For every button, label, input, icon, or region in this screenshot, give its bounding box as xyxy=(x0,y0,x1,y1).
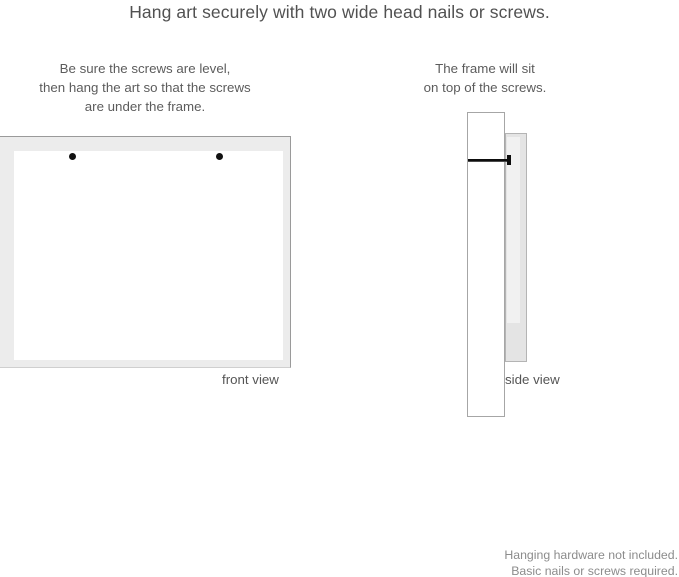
frame-side-lower-edge xyxy=(507,323,520,355)
picture-frame-outer xyxy=(0,136,291,368)
screw-head-right-icon xyxy=(216,153,223,160)
front-view-label: front view xyxy=(222,372,279,387)
front-view-caption-line-2: then hang the art so that the screws xyxy=(39,80,251,95)
page-title: Hang art securely with two wide head nai… xyxy=(129,2,550,22)
footer-note: Hanging hardware not included. Basic nai… xyxy=(504,547,678,577)
nail-head-icon xyxy=(507,155,511,165)
screw-head-left-icon xyxy=(69,153,76,160)
front-view-caption: Be sure the screws are level, then hang … xyxy=(0,59,290,116)
side-view-label: side view xyxy=(505,372,560,387)
front-view-caption-line-3: are under the frame. xyxy=(84,99,206,114)
wall-panel xyxy=(467,112,505,417)
front-view-caption-line-1: Be sure the screws are level, xyxy=(59,61,231,76)
side-view-caption: The frame will sit on top of the screws. xyxy=(380,59,590,97)
picture-frame-mat xyxy=(14,151,283,360)
side-view-caption-line-1: The frame will sit xyxy=(435,61,535,76)
nail-shaft-icon xyxy=(468,159,510,162)
front-view-diagram xyxy=(0,136,291,368)
frame-side-inner-strip xyxy=(507,137,520,355)
side-view-diagram xyxy=(460,108,580,428)
footer-line-1: Hanging hardware not included. xyxy=(504,548,678,562)
side-view-caption-line-2: on top of the screws. xyxy=(423,80,547,95)
footer-line-2: Basic nails or screws required. xyxy=(511,564,678,577)
